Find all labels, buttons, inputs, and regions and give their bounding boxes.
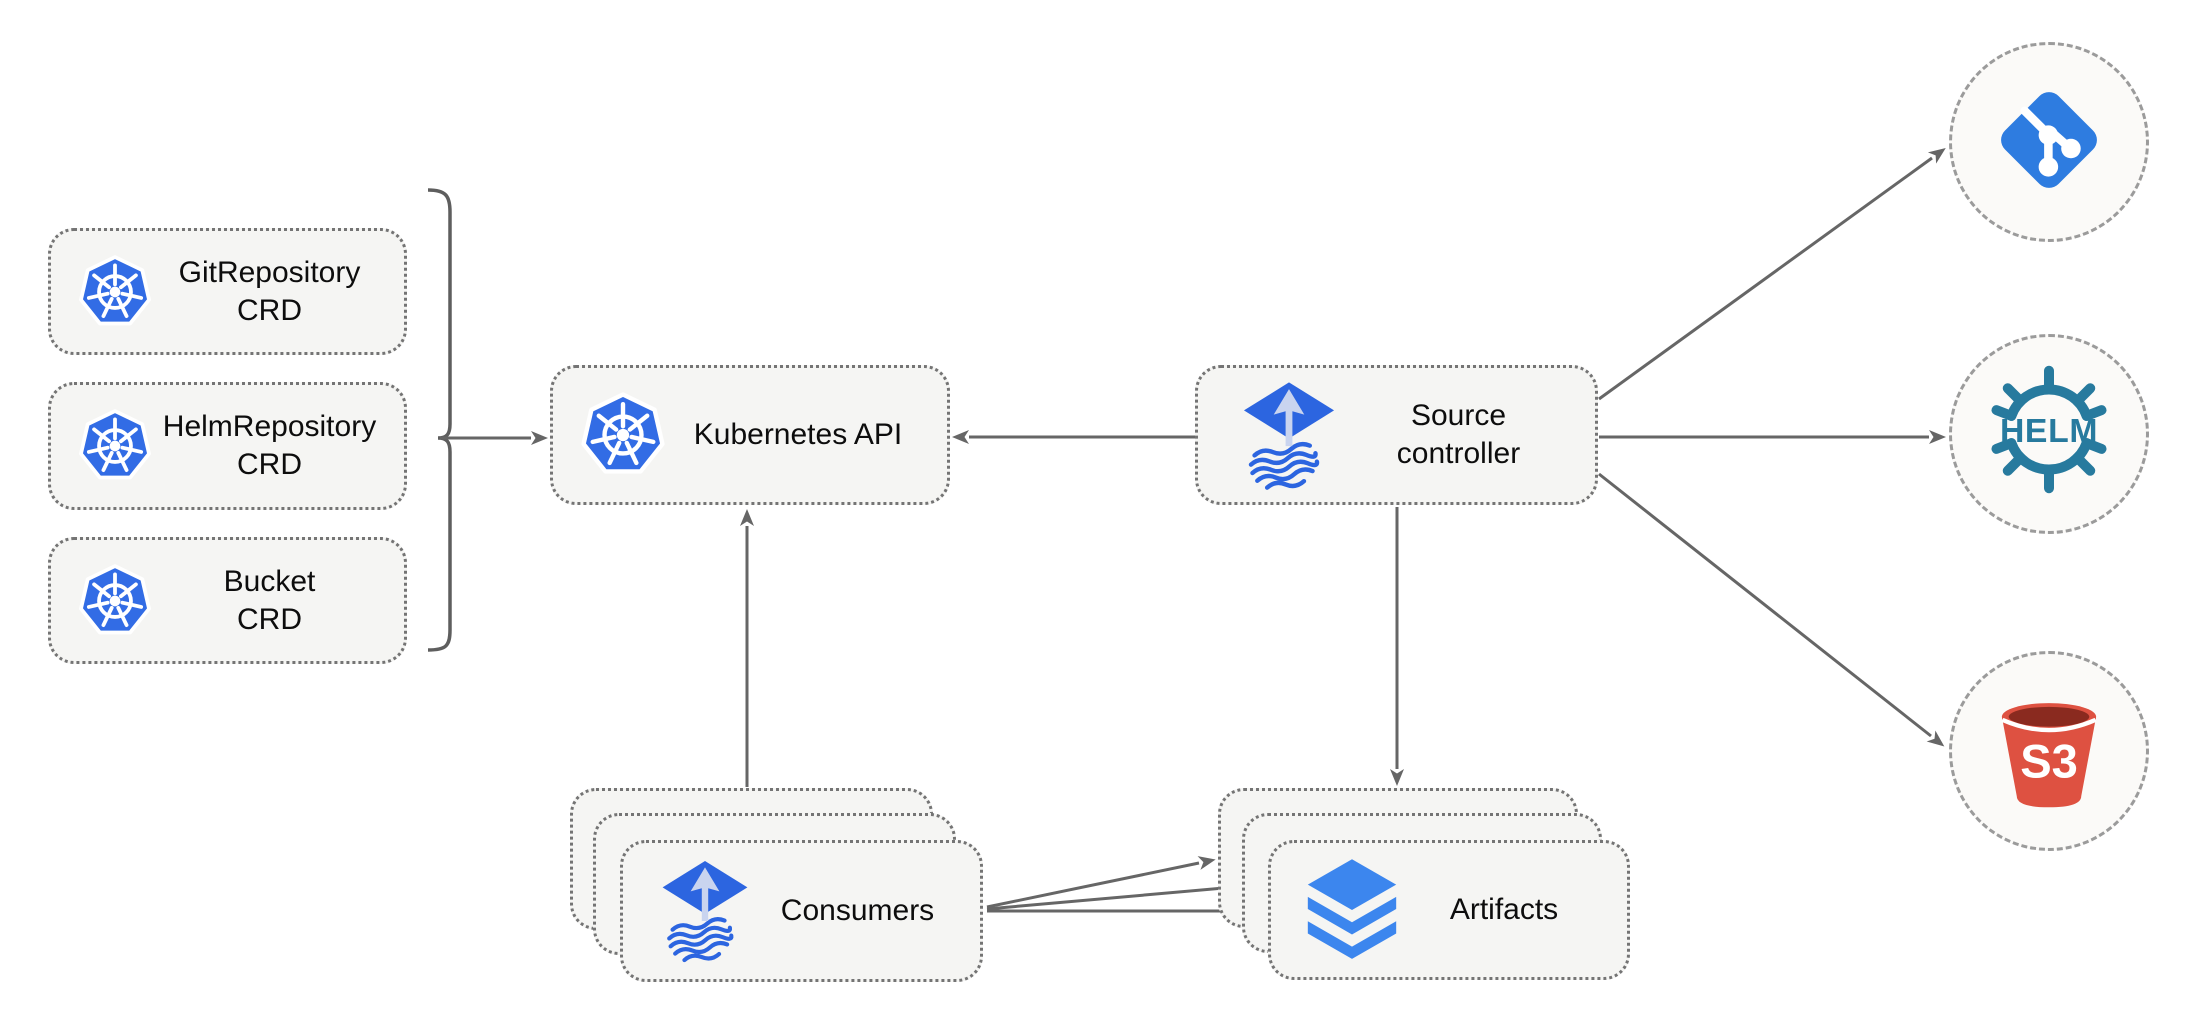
node-label-line: Artifacts: [1449, 893, 1559, 926]
flux-icon: [657, 856, 753, 966]
node-label-line: Bucket: [223, 564, 316, 598]
node-consumers: Consumers: [620, 840, 983, 982]
node-artifacts: Artifacts: [1268, 840, 1630, 980]
node-bucket-crd: Bucket CRD: [48, 537, 407, 664]
s3-bucket-icon: S3: [1987, 687, 2111, 816]
node-label: Artifacts: [1399, 891, 1627, 929]
edge-source-to-git: [1598, 148, 1946, 401]
edge-source-to-s3: [1598, 472, 1945, 747]
git-icon: [1988, 79, 2110, 206]
node-label-line: CRD: [237, 448, 302, 481]
node-helmrepository-crd: HelmRepository CRD: [48, 382, 407, 510]
node-s3-endpoint: S3: [1949, 651, 2149, 851]
crd-group-bracket: [427, 188, 452, 652]
s3-wordmark: S3: [2020, 734, 2078, 787]
kubernetes-icon: [77, 254, 153, 330]
layers-icon: [1305, 859, 1399, 961]
node-label: GitRepository CRD: [153, 254, 404, 330]
node-label-line: HelmRepository: [162, 410, 377, 443]
kubernetes-icon: [77, 563, 153, 639]
node-kubernetes-api: Kubernetes API: [550, 365, 950, 505]
node-label: Bucket CRD: [153, 563, 404, 639]
node-git-endpoint: [1949, 42, 2149, 242]
node-helm-endpoint: HELM: [1949, 334, 2149, 534]
node-label-line: Consumers: [780, 894, 935, 927]
node-label: Kubernetes API: [667, 416, 947, 454]
kubernetes-icon: [77, 408, 153, 484]
node-label-line: GitRepository: [178, 255, 361, 289]
node-label: Source controller: [1340, 397, 1595, 473]
node-label-line: CRD: [237, 293, 302, 327]
node-label-line: Source: [1410, 399, 1507, 432]
edge-consumers-to-artifacts-1: [986, 856, 1216, 909]
flux-icon: [1238, 378, 1340, 493]
helm-wordmark: HELM: [2000, 412, 2098, 450]
node-gitrepository-crd: GitRepository CRD: [48, 228, 407, 355]
node-label: HelmRepository CRD: [153, 408, 404, 484]
node-label-line: CRD: [237, 602, 302, 636]
kubernetes-icon: [579, 391, 667, 479]
node-source-controller: Source controller: [1195, 365, 1598, 505]
node-label: Consumers: [753, 892, 980, 930]
node-label-line: Kubernetes API: [693, 418, 903, 451]
node-label-line: controller: [1396, 437, 1521, 470]
edge-consumers-to-artifacts-2: [986, 881, 1241, 911]
helm-icon: HELM: [1974, 357, 2124, 512]
